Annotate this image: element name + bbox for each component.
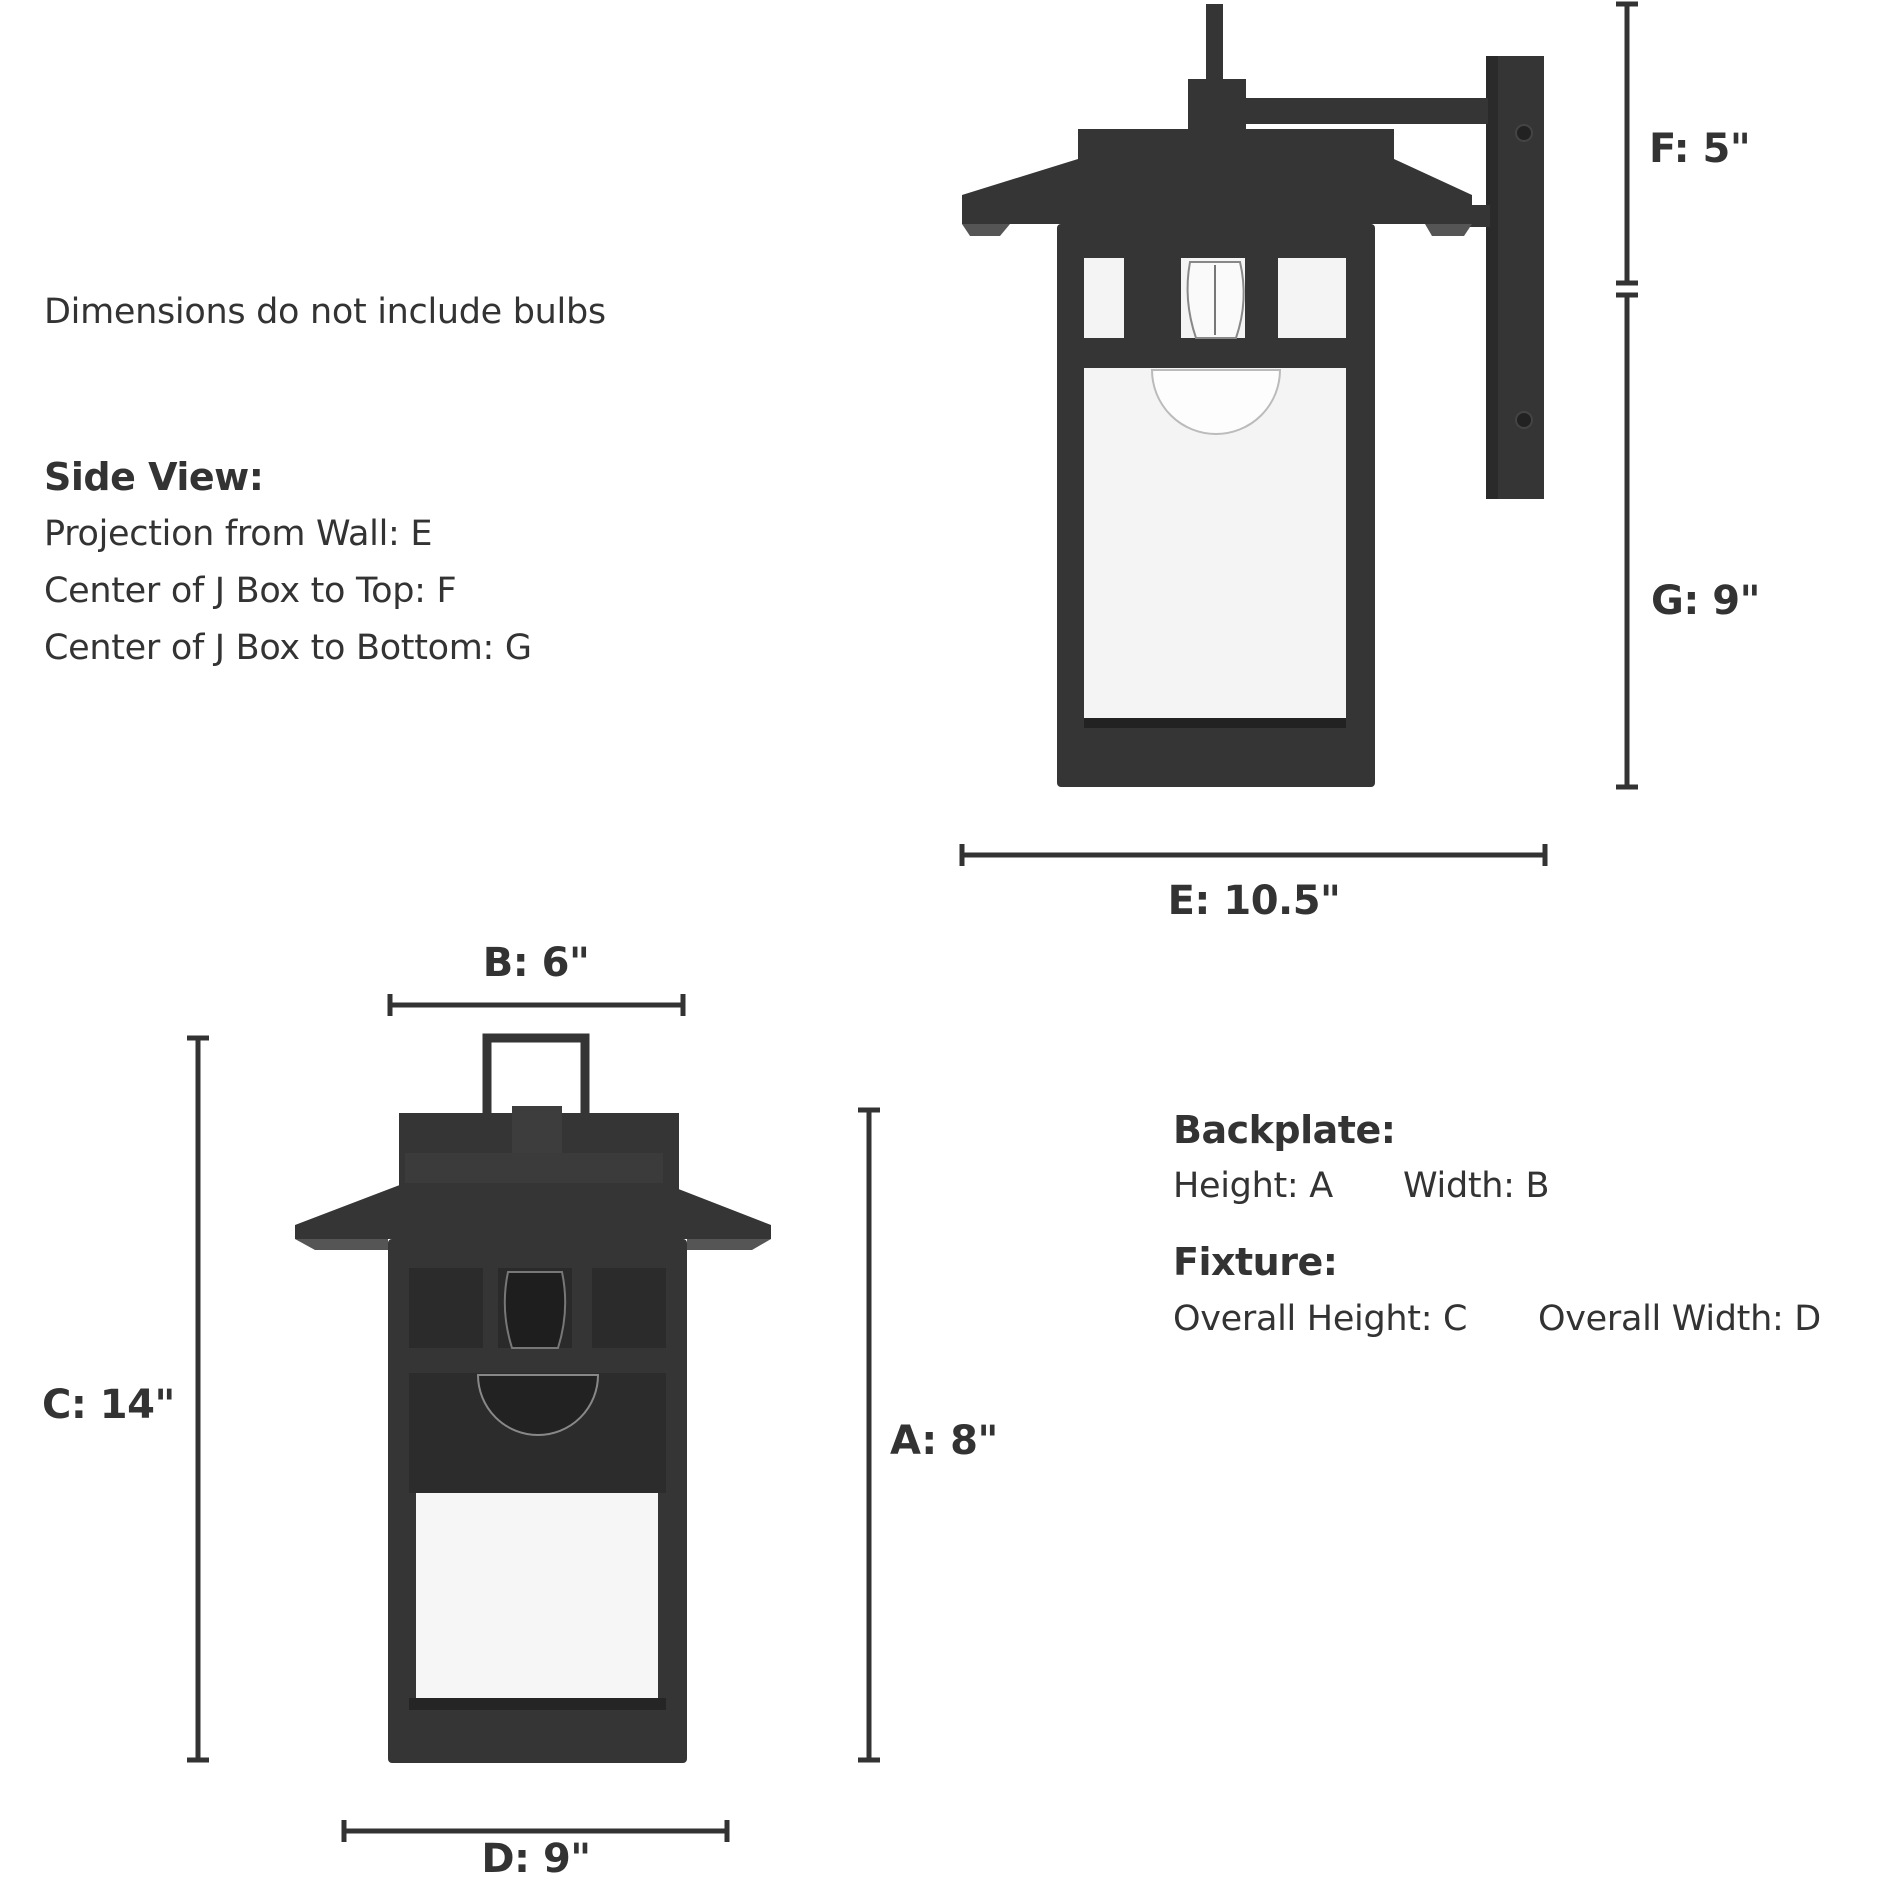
dimension-a-label: A: 8"	[890, 1418, 998, 1464]
front-roof	[295, 1183, 771, 1239]
side-view-line-top: Center of J Box to Top: F	[44, 571, 457, 611]
side-view-line-projection: Projection from Wall: E	[44, 514, 433, 554]
fixture-height: Overall Height: C	[1173, 1299, 1468, 1339]
dimension-d-label: D: 9"	[481, 1836, 591, 1882]
side-stem	[1206, 4, 1223, 116]
dimension-g-label: G: 9"	[1651, 578, 1760, 624]
fixture-heading: Fixture:	[1173, 1240, 1338, 1284]
side-arm	[1230, 98, 1488, 124]
front-view-lantern	[295, 1033, 771, 1763]
side-roof	[962, 159, 1472, 224]
dimension-c	[187, 1035, 209, 1763]
screw-icon	[1515, 124, 1533, 142]
backplate-height: Height: A	[1173, 1166, 1333, 1206]
dimension-b-label: B: 6"	[482, 940, 590, 986]
dimension-e-label: E: 10.5"	[1167, 878, 1341, 924]
side-view-lantern	[962, 4, 1544, 787]
dimension-b	[387, 994, 686, 1016]
dimension-d	[341, 1820, 730, 1842]
disclaimer-text: Dimensions do not include bulbs	[44, 292, 606, 332]
side-view-line-bottom: Center of J Box to Bottom: G	[44, 628, 532, 668]
side-view-heading: Side View:	[44, 455, 264, 499]
dimension-f-g	[1616, 1, 1638, 790]
dimension-e	[959, 844, 1548, 866]
dimension-c-label: C: 14"	[42, 1382, 175, 1428]
fixture-width: Overall Width: D	[1538, 1299, 1821, 1339]
dimension-f-label: F: 5"	[1649, 126, 1751, 172]
backplate-heading: Backplate:	[1173, 1108, 1396, 1152]
bulb-icon	[1150, 261, 1282, 435]
backplate-width: Width: B	[1403, 1166, 1550, 1206]
screw-icon	[1515, 411, 1533, 429]
bulb-icon	[476, 1271, 600, 1436]
dimension-a	[858, 1107, 880, 1763]
